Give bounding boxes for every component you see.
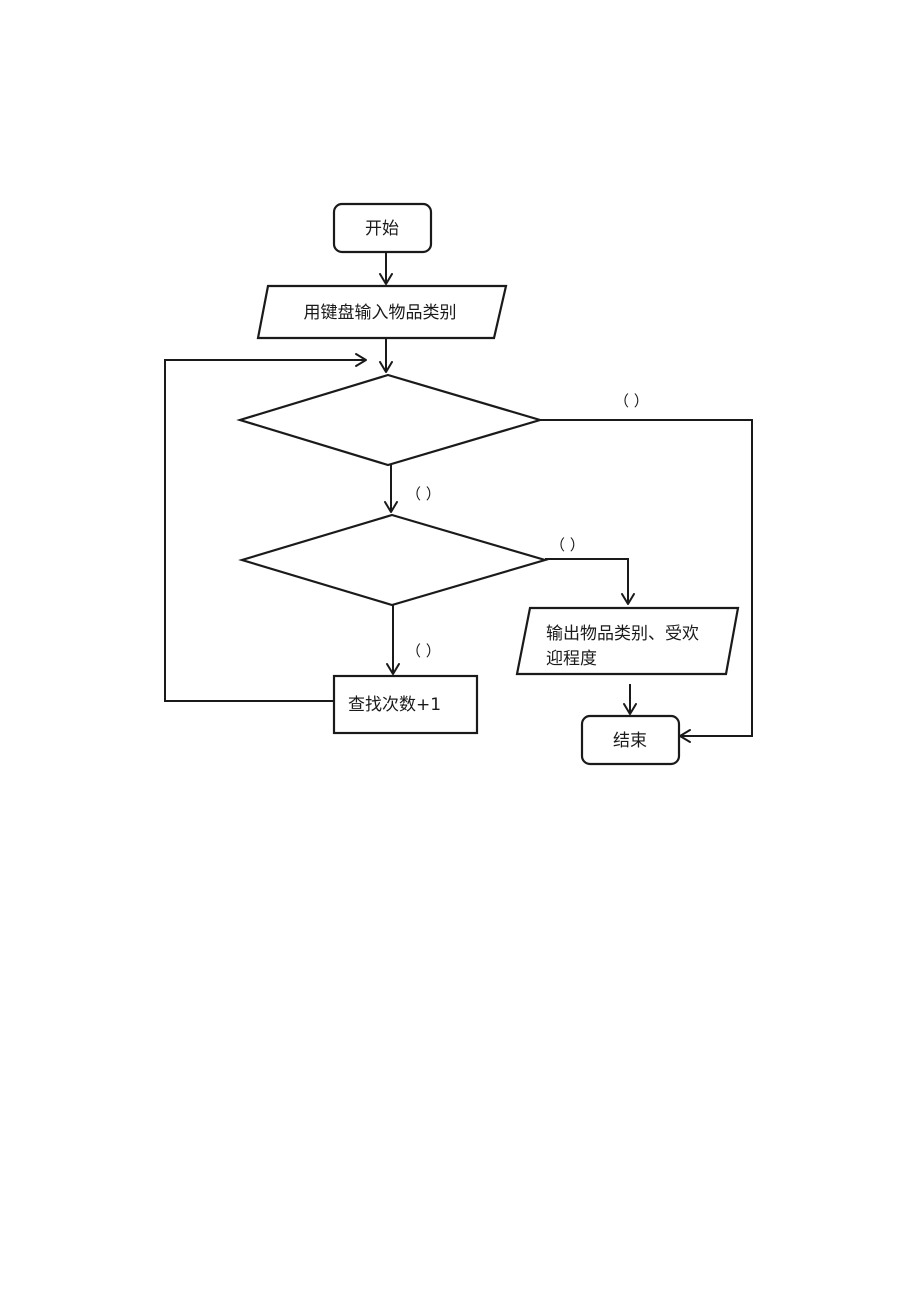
output-parallelogram bbox=[515, 606, 740, 676]
process-label: 查找次数+1 bbox=[348, 695, 441, 715]
arrowhead-input-to-decision-1 bbox=[379, 361, 393, 373]
end-label: 结束 bbox=[613, 731, 647, 751]
arrowhead-output-to-end bbox=[623, 703, 637, 715]
decision-1-diamond bbox=[236, 373, 544, 467]
branch-label-right-top: （ ） bbox=[614, 392, 649, 410]
decision-2-diamond bbox=[238, 513, 549, 607]
loop-back-connector bbox=[164, 359, 366, 702]
input-label: 用键盘输入物品类别 bbox=[304, 303, 457, 323]
branch-label-right-mid: （ ） bbox=[550, 536, 585, 554]
input-parallelogram bbox=[256, 284, 508, 340]
branch-label-lower-down: （ ） bbox=[406, 642, 441, 660]
process-rectangle bbox=[332, 674, 479, 735]
connector-decision-1-to-end bbox=[540, 419, 753, 737]
arrowhead-decision-2-to-output bbox=[621, 593, 635, 605]
arrowhead-start-to-input bbox=[379, 273, 393, 285]
branch-label-mid-down: （ ） bbox=[406, 485, 441, 503]
start-label: 开始 bbox=[365, 219, 399, 239]
connector-decision-2-to-output bbox=[545, 558, 629, 604]
output-label-line-2: 迎程度 bbox=[546, 649, 597, 669]
start-terminal bbox=[332, 202, 433, 254]
arrowhead-decision-2-to-process bbox=[386, 663, 400, 675]
end-terminal bbox=[580, 714, 681, 766]
arrowhead-loop-back bbox=[355, 353, 367, 367]
output-label-line-1: 输出物品类别、受欢 bbox=[546, 624, 699, 644]
arrowhead-decision-1-to-decision-2 bbox=[384, 501, 398, 513]
